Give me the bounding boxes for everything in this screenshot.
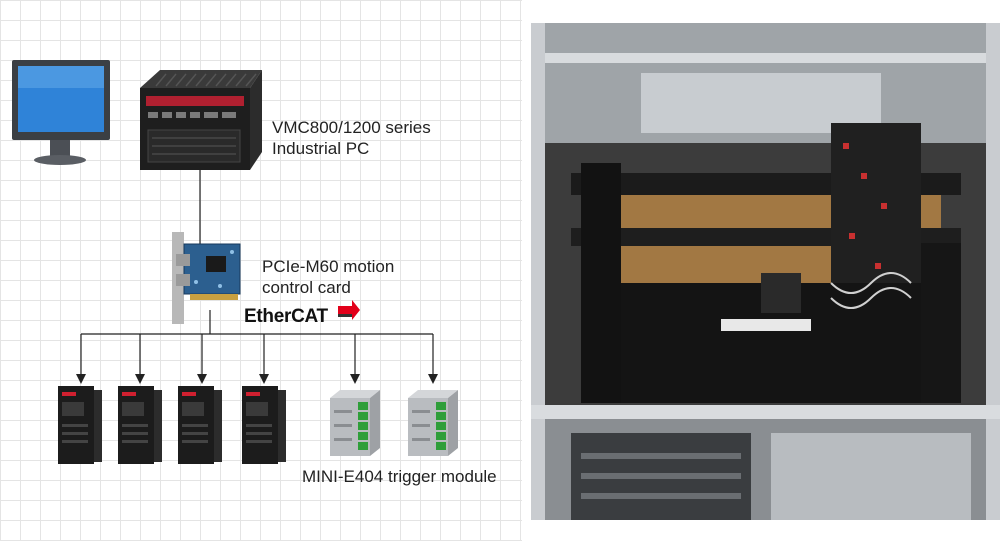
diagram-graphics (12, 60, 458, 464)
machine-photo (531, 23, 1000, 520)
card-label-line2: control card (262, 278, 351, 297)
card-label-line1: PCIe-M60 motion (262, 257, 395, 276)
ethercat-logo: EtherCAT (244, 306, 328, 327)
ethercat-arrow-icon (338, 300, 360, 320)
trigger-module-label: MINI-E404 trigger module (302, 467, 497, 486)
trigger-module-1 (330, 390, 380, 456)
pc-label-line1: VMC800/1200 series (272, 118, 431, 137)
machine-photo-graphic (531, 23, 1000, 520)
pc-label: VMC800/1200 series Industrial PC (272, 117, 431, 159)
servo-drive-2 (118, 386, 162, 464)
industrial-pc-icon (140, 70, 262, 170)
pcie-card-icon (172, 232, 241, 324)
trigger-module-2 (408, 390, 458, 456)
card-label: PCIe-M60 motion control card (262, 256, 394, 298)
bus-arrowheads (76, 374, 438, 384)
ethercat-bus (80, 310, 434, 378)
system-diagram: VMC800/1200 series Industrial PC PCIe-M6… (0, 0, 522, 541)
servo-drive-4 (242, 386, 286, 464)
servo-drive-3 (178, 386, 222, 464)
monitor-icon (12, 60, 110, 165)
servo-drive-1 (58, 386, 102, 464)
pc-label-line2: Industrial PC (272, 139, 370, 158)
